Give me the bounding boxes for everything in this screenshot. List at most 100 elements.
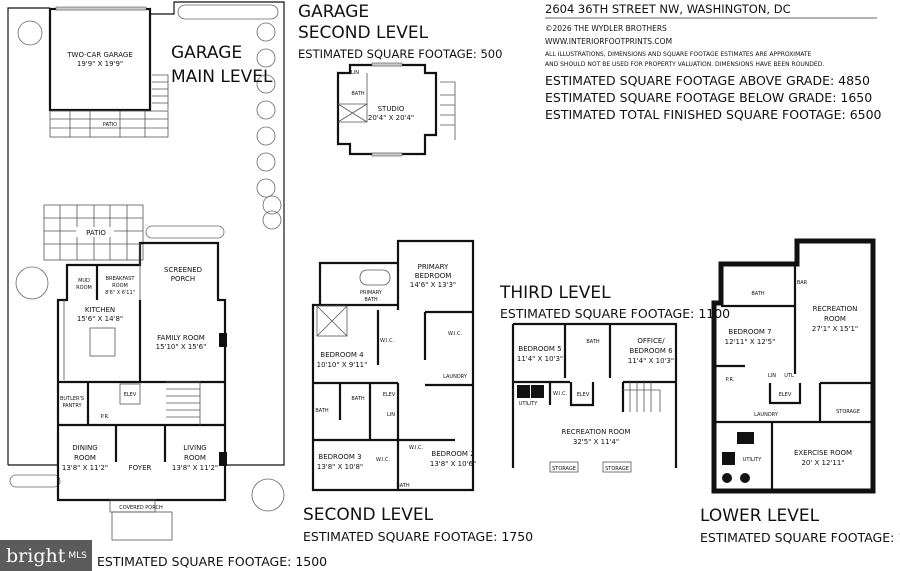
living-room-label: LIVING: [183, 444, 206, 452]
covered-porch-label: COVERED PORCH: [119, 505, 163, 511]
lower-utility-label: UTILITY: [743, 457, 763, 463]
garage-room-name: TWO-CAR GARAGE: [66, 51, 133, 59]
living-room-label-2: ROOM: [184, 454, 206, 462]
main-patio: [43, 204, 144, 261]
lower-level-title: LOWER LEVEL: [700, 506, 820, 526]
studio-name: STUDIO: [378, 105, 405, 113]
bright-mls-logo: bright MLS: [0, 540, 92, 571]
primary-bath-label: PRIMARY: [360, 290, 383, 296]
mud-room-label: MUD: [78, 278, 90, 284]
sqft-above-grade: ESTIMATED SQUARE FOOTAGE ABOVE GRADE: 48…: [545, 73, 870, 88]
storage-label-2: STORAGE: [605, 466, 629, 472]
bedroom-3-label: BEDROOM 3: [318, 453, 361, 461]
garage-main-title-2: MAIN LEVEL: [171, 67, 273, 87]
bedroom-3-dims: 13'8" X 10'8": [317, 463, 363, 471]
butlers-pantry-label-2: PANTRY: [62, 403, 82, 409]
lower-laundry-label: LAUNDRY: [754, 412, 779, 418]
lin-label-2: LIN: [387, 412, 395, 418]
lower-recreation-label: RECREATION: [813, 305, 858, 313]
bath-label-2: BATH: [315, 408, 329, 414]
primary-bath-label-2: BATH: [364, 297, 378, 303]
main-patio-label: PATIO: [86, 229, 106, 237]
lower-recreation-dims: 27'1" X 15'1": [812, 325, 858, 333]
bedroom-4-label: BEDROOM 4: [320, 351, 364, 359]
lower-storage-label: STORAGE: [836, 409, 860, 415]
bath-label-3: BATH: [396, 483, 410, 489]
third-level-sqft: ESTIMATED SQUARE FOOTAGE: 1100: [500, 306, 730, 321]
third-level-title: THIRD LEVEL: [499, 283, 611, 303]
lower-level-sqft: ESTIMATED SQUARE FOOTAGE: 1650: [700, 530, 900, 545]
website: WWW.INTERIORFOOTPRINTS.COM: [545, 37, 672, 46]
lot-outline: [7, 1, 285, 466]
dining-room-dims: 13'8" X 11'2": [62, 464, 108, 472]
lower-elev-label: ELEV: [779, 392, 792, 398]
foyer-label: FOYER: [129, 464, 152, 472]
elev-label: ELEV: [124, 392, 137, 398]
screened-porch-label-2: PORCH: [171, 275, 195, 283]
shrubs: [9, 4, 285, 512]
bedroom-5-dims: 11'4" X 10'3": [517, 355, 563, 363]
copyright: ©2026 THE WYDLER BROTHERS: [545, 24, 667, 33]
breakfast-label-2: ROOM: [112, 283, 128, 289]
sqft-total: ESTIMATED TOTAL FINISHED SQUARE FOOTAGE:…: [545, 107, 882, 122]
third-utility-label: UTILITY: [519, 401, 539, 407]
disclaimer-line-1: ALL ILLUSTRATIONS, DIMENSIONS AND SQUARE…: [545, 51, 812, 58]
lower-recreation-label-2: ROOM: [824, 315, 846, 323]
bedroom-2-label: BEDROOM 2: [431, 450, 474, 458]
third-recreation-label: RECREATION ROOM: [562, 428, 631, 436]
third-elev-label: ELEV: [577, 392, 590, 398]
garage-second-title-2: SECOND LEVEL: [298, 23, 429, 43]
bedroom-7-dims: 12'11" X 12'5": [725, 338, 776, 346]
mud-room-label-2: ROOM: [76, 285, 92, 291]
second-level-sqft: ESTIMATED SQUARE FOOTAGE: 1750: [303, 529, 533, 544]
kitchen-dims: 15'6" X 14'8": [77, 315, 123, 323]
garage-second-sqft: ESTIMATED SQUARE FOOTAGE: 500: [298, 47, 502, 61]
studio-dims: 20'4" X 20'4": [368, 114, 414, 122]
lower-pr-label: P.R.: [726, 377, 735, 383]
second-level-walls: [311, 239, 475, 492]
bedroom-6-label-2: BEDROOM 6: [629, 347, 673, 355]
wic-label-4: W.I.C.: [409, 445, 424, 451]
bar-label: BAR: [797, 280, 808, 286]
living-room-dims: 13'8" X 11'2": [172, 464, 218, 472]
logo-brand: bright: [6, 544, 66, 567]
garage-patio-label: PATIO: [103, 122, 117, 128]
wic-label-2: W.I.C.: [448, 331, 463, 337]
primary-bedroom-dims: 14'6" X 13'3": [410, 281, 456, 289]
lower-level-walls: [711, 238, 876, 494]
elev-label-2: ELEV: [383, 392, 396, 398]
garage-second-title-1: GARAGE: [298, 2, 369, 22]
bedroom-4-dims: 10'10" X 9'11": [317, 361, 368, 369]
studio-lin-label: LIN: [351, 70, 359, 76]
family-room-dims: 15'10" X 15'6": [156, 343, 207, 351]
wic-label-3: W.I.C.: [376, 457, 391, 463]
studio-walls: [336, 63, 438, 156]
storage-label-1: STORAGE: [552, 466, 576, 472]
bedroom-2-dims: 13'8" X 10'6": [430, 460, 476, 468]
kitchen-label: KITCHEN: [85, 306, 115, 314]
breakfast-label: BREAKFAST: [106, 276, 136, 282]
lower-lin-label: LIN: [768, 373, 776, 379]
sqft-below-grade: ESTIMATED SQUARE FOOTAGE BELOW GRADE: 16…: [545, 90, 872, 105]
bedroom-6-label: OFFICE/: [637, 337, 665, 345]
garage-main-title-1: GARAGE: [171, 43, 242, 63]
garage-room-dims: 19'9" X 19'9": [77, 60, 123, 68]
breakfast-dims: 8'6" X 6'11": [105, 290, 135, 296]
third-level-walls: [511, 322, 678, 468]
bedroom-7-label: BEDROOM 7: [728, 328, 771, 336]
dining-room-label-2: ROOM: [74, 454, 96, 462]
dining-room-label: DINING: [72, 444, 97, 452]
exercise-room-dims: 20' X 12'11": [801, 459, 844, 467]
exercise-room-label: EXERCISE ROOM: [794, 449, 852, 457]
primary-bedroom-label: PRIMARY: [418, 263, 449, 271]
lower-bath-label: BATH: [751, 291, 765, 297]
screened-porch-label: SCREENED: [164, 266, 202, 274]
third-recreation-dims: 32'5" X 11'4": [573, 438, 619, 446]
address: 2604 36TH STREET NW, WASHINGTON, DC: [545, 2, 791, 16]
family-room-label: FAMILY ROOM: [157, 334, 205, 342]
bath-label-1: BATH: [351, 396, 365, 402]
bedroom-5-label: BEDROOM 5: [518, 345, 561, 353]
third-wic-label: W.I.C.: [553, 391, 568, 397]
second-level-title: SECOND LEVEL: [303, 505, 434, 525]
